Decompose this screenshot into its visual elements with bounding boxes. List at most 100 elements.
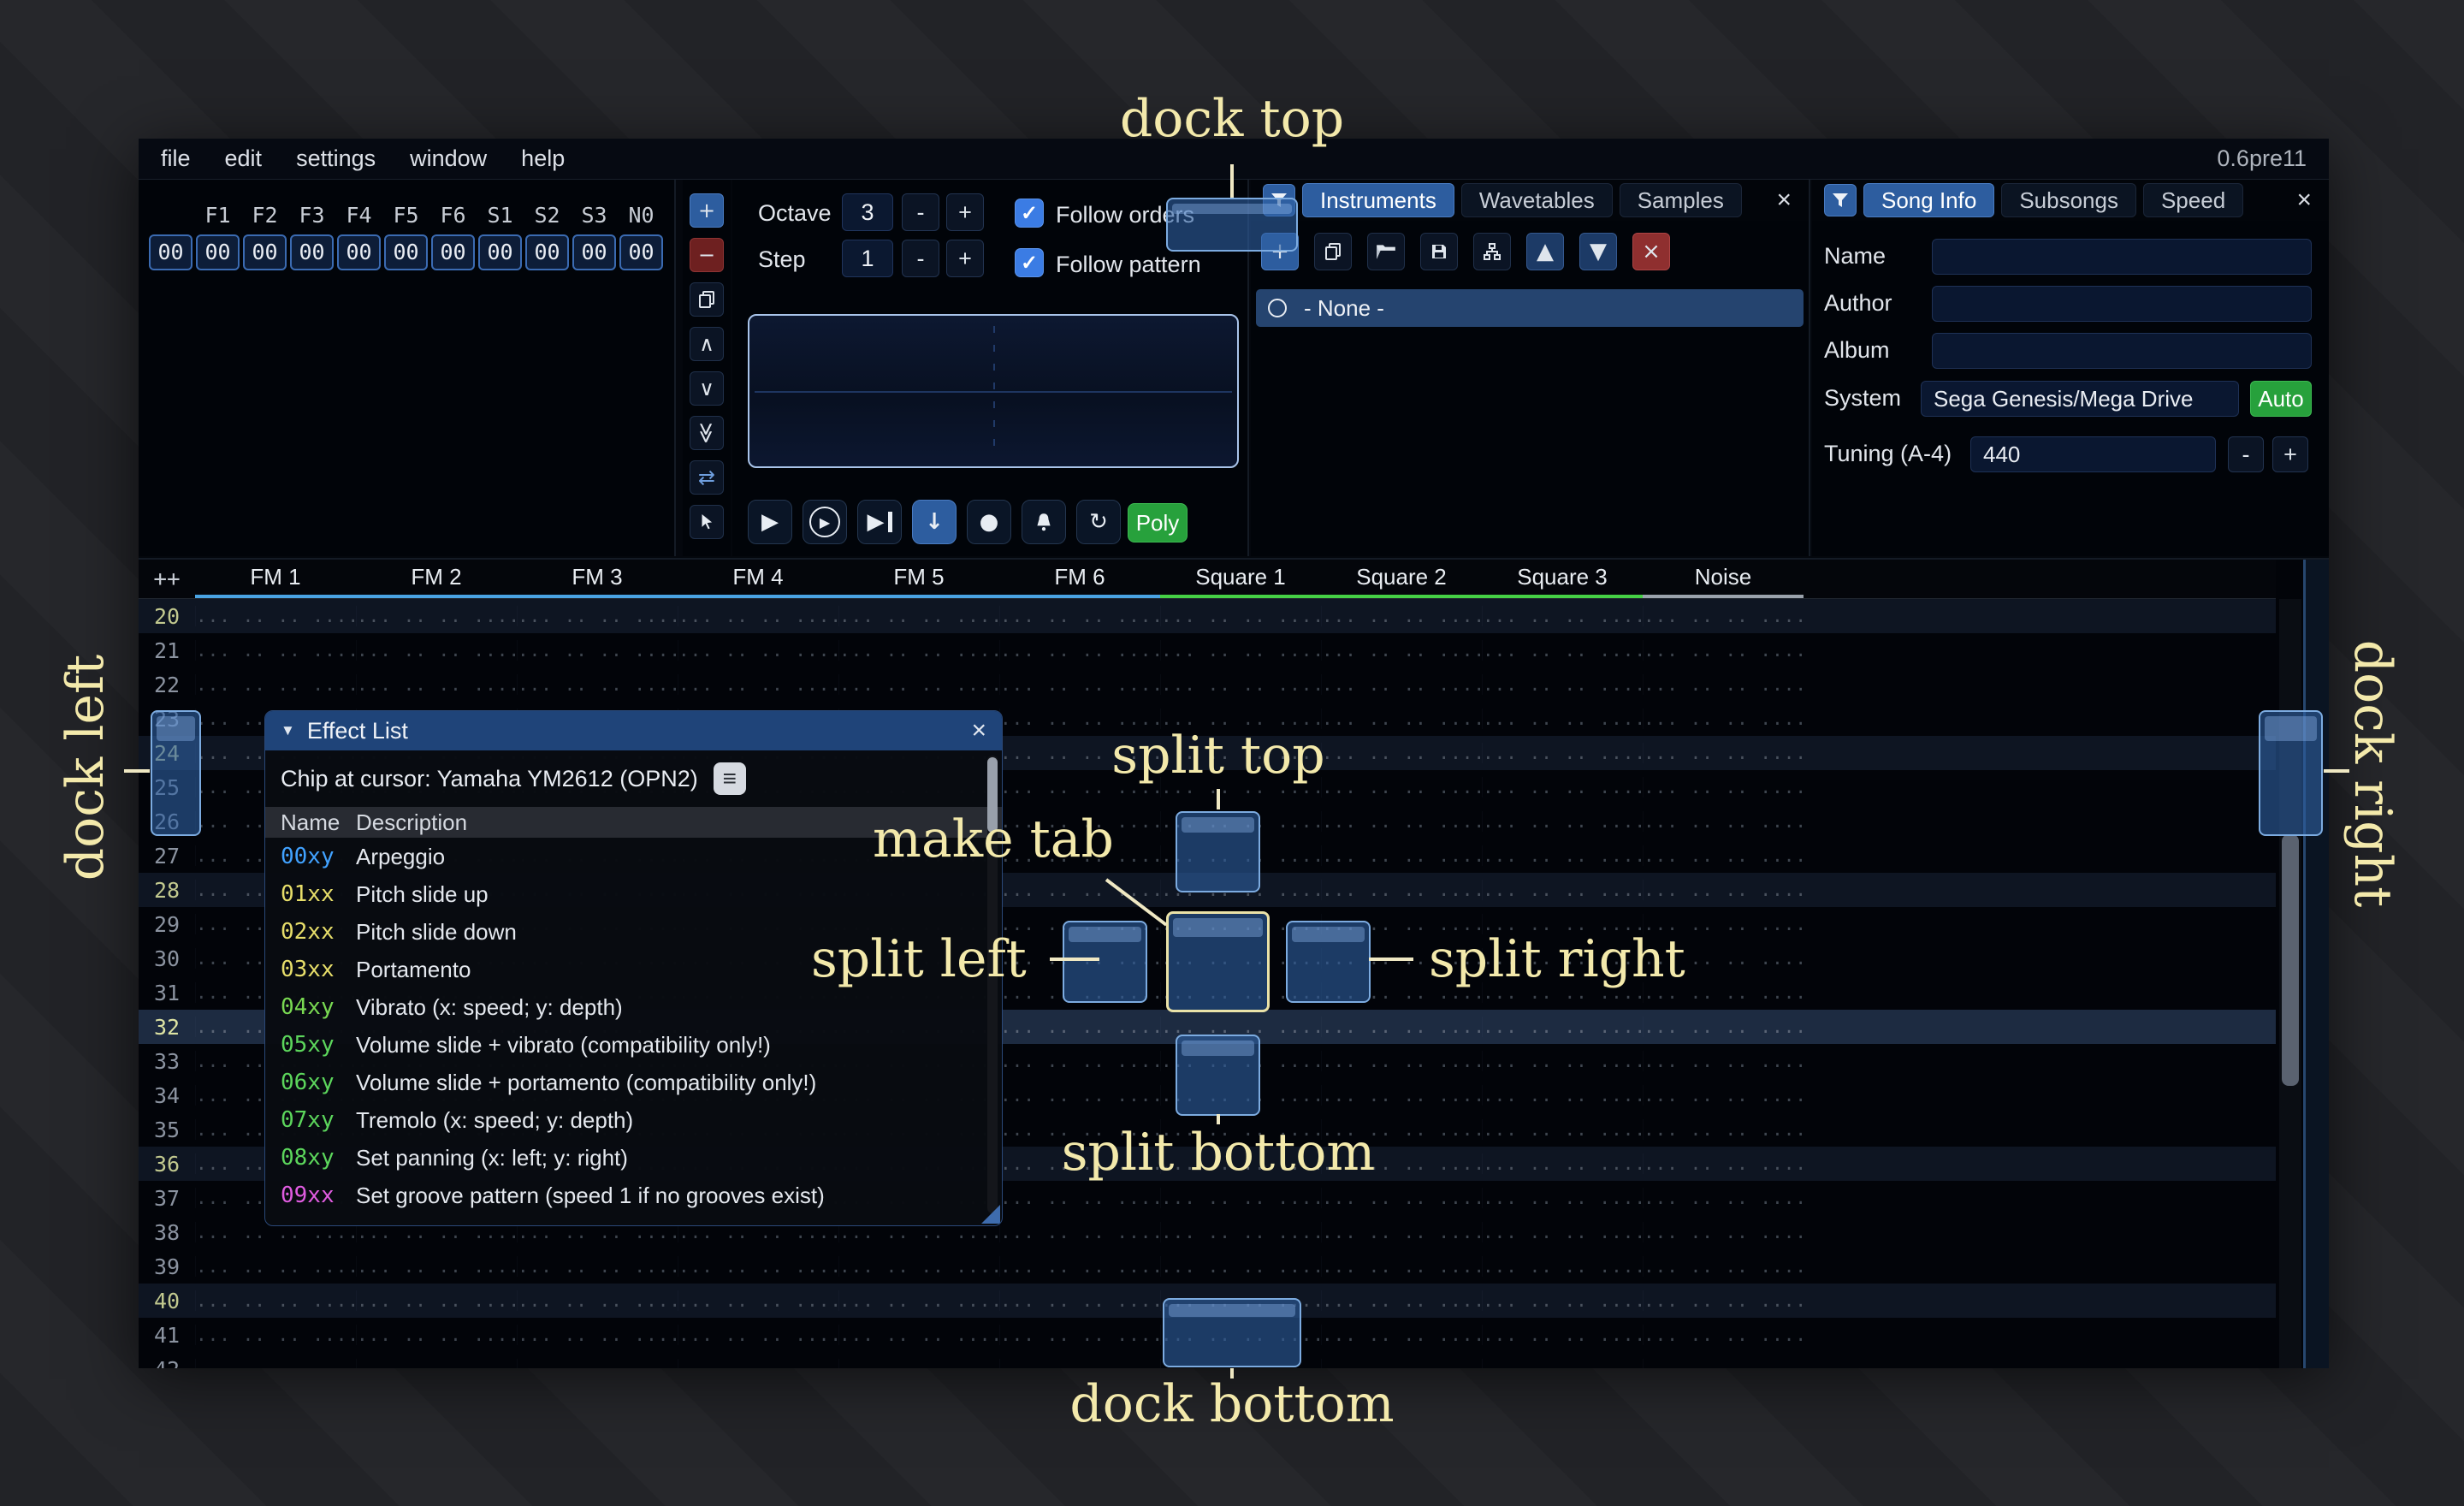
menu-item-help[interactable]: help: [521, 145, 566, 171]
pattern-cell[interactable]: ... .. .. ....: [1643, 640, 1804, 661]
instrument-move-up-button[interactable]: ▲: [1526, 233, 1564, 270]
pattern-cell[interactable]: ... .. .. ....: [999, 606, 1160, 626]
instruments-close-icon[interactable]: ×: [1776, 186, 1792, 214]
pattern-cell[interactable]: ... .. .. ....: [1482, 1325, 1643, 1345]
channel-header-square-2[interactable]: Square 2: [1321, 560, 1482, 598]
pattern-cell[interactable]: ... .. .. ....: [999, 1188, 1160, 1208]
pattern-cell[interactable]: ... .. .. ....: [678, 1290, 838, 1311]
pattern-cell[interactable]: ... .. .. ....: [517, 606, 678, 626]
pattern-cell[interactable]: ... .. .. ....: [1482, 982, 1643, 1003]
pattern-cell[interactable]: ... .. .. ....: [1321, 1017, 1482, 1037]
instrument-organize-button[interactable]: [1473, 233, 1511, 270]
pattern-cell[interactable]: ... .. .. ....: [1321, 606, 1482, 626]
order-cell[interactable]: 00: [619, 234, 663, 270]
channel-header-fm-3[interactable]: FM 3: [517, 560, 678, 598]
channel-header-square-3[interactable]: Square 3: [1482, 560, 1643, 598]
pattern-cell[interactable]: ... .. .. ....: [999, 674, 1160, 695]
tab-samples[interactable]: Samples: [1619, 183, 1742, 217]
pattern-row[interactable]: 41... .. .. ....... .. .. ....... .. .. …: [139, 1318, 2276, 1352]
pattern-cell[interactable]: ... .. .. ....: [517, 640, 678, 661]
order-remove-button[interactable]: −: [690, 238, 724, 272]
pattern-cell[interactable]: ... .. .. ....: [1643, 777, 1804, 797]
pattern-cell[interactable]: ... .. .. ....: [678, 1256, 838, 1277]
split-top-target[interactable]: [1176, 811, 1260, 892]
pattern-cell[interactable]: ... .. .. ....: [999, 709, 1160, 729]
pattern-cell[interactable]: ... .. .. ....: [1160, 1153, 1321, 1174]
pattern-cell[interactable]: ... .. .. ....: [999, 1119, 1160, 1140]
pattern-cell[interactable]: ... .. .. ....: [195, 1256, 356, 1277]
pattern-cell[interactable]: ... .. .. ....: [678, 1359, 838, 1368]
octave-decrement-button[interactable]: -: [902, 193, 939, 231]
pattern-cell[interactable]: ... .. .. ....: [678, 674, 838, 695]
channel-header-square-1[interactable]: Square 1: [1160, 560, 1321, 598]
pattern-cell[interactable]: ... .. .. ....: [999, 880, 1160, 900]
pattern-cell[interactable]: ... .. .. ....: [678, 606, 838, 626]
pattern-cell[interactable]: ... .. .. ....: [1482, 914, 1643, 934]
pattern-cell[interactable]: ... .. .. ....: [1321, 709, 1482, 729]
pattern-cell[interactable]: ... .. .. ....: [356, 674, 517, 695]
song-info-close-icon[interactable]: ×: [2296, 186, 2312, 214]
octave-value[interactable]: 3: [842, 193, 893, 231]
pattern-cell[interactable]: ... .. .. ....: [999, 1325, 1160, 1345]
pattern-cell[interactable]: ... .. .. ....: [1482, 948, 1643, 969]
pattern-cell[interactable]: ... .. .. ....: [838, 606, 999, 626]
pattern-cell[interactable]: ... .. .. ....: [517, 1256, 678, 1277]
pattern-cell[interactable]: ... .. .. ....: [999, 1085, 1160, 1106]
resize-grip[interactable]: [981, 1205, 1000, 1224]
pattern-cell[interactable]: ... .. .. ....: [999, 777, 1160, 797]
play-pattern-button[interactable]: ▶: [803, 500, 847, 544]
pattern-cell[interactable]: ... .. .. ....: [1643, 1085, 1804, 1106]
pattern-cell[interactable]: ... .. .. ....: [1643, 811, 1804, 832]
pattern-cell[interactable]: ... .. .. ....: [999, 845, 1160, 866]
pattern-cell[interactable]: ... .. .. ....: [1321, 811, 1482, 832]
pattern-cell[interactable]: ... .. .. ....: [1160, 674, 1321, 695]
pattern-cell[interactable]: ... .. .. ....: [1643, 982, 1804, 1003]
channel-header-fm-6[interactable]: FM 6: [999, 560, 1160, 598]
pattern-cell[interactable]: ... .. .. ....: [1643, 1017, 1804, 1037]
menu-item-settings[interactable]: settings: [296, 145, 376, 171]
effect-list-title-bar[interactable]: ▼ Effect List ×: [265, 711, 1002, 750]
pattern-cell[interactable]: ... .. .. ....: [195, 674, 356, 695]
pattern-cell[interactable]: ... .. .. ....: [1160, 777, 1321, 797]
menu-item-window[interactable]: window: [410, 145, 488, 171]
pattern-cell[interactable]: ... .. .. ....: [678, 1325, 838, 1345]
pattern-cell[interactable]: ... .. .. ....: [1321, 1085, 1482, 1106]
pattern-row[interactable]: 22... .. .. ....... .. .. ....... .. .. …: [139, 667, 2276, 702]
pattern-cell[interactable]: ... .. .. ....: [1643, 880, 1804, 900]
pattern-cell[interactable]: ... .. .. ....: [1482, 845, 1643, 866]
order-cell[interactable]: 00: [431, 234, 475, 270]
pattern-cell[interactable]: ... .. .. ....: [999, 1017, 1160, 1037]
pattern-cell[interactable]: ... .. .. ....: [1643, 914, 1804, 934]
tab-wavetables[interactable]: Wavetables: [1460, 183, 1613, 217]
pattern-cell[interactable]: ... .. .. ....: [517, 674, 678, 695]
pattern-cell[interactable]: ... .. .. ....: [1482, 1017, 1643, 1037]
follow-pattern-checkbox[interactable]: ✓: [1015, 248, 1044, 277]
pattern-cell[interactable]: ... .. .. ....: [838, 640, 999, 661]
pattern-cell[interactable]: ... .. .. ....: [1160, 1188, 1321, 1208]
pattern-cell[interactable]: ... .. .. ....: [356, 1290, 517, 1311]
pattern-cell[interactable]: ... .. .. ....: [1160, 1017, 1321, 1037]
pattern-cell[interactable]: ... .. .. ....: [517, 1359, 678, 1368]
instrument-open-button[interactable]: [1367, 233, 1405, 270]
octave-increment-button[interactable]: +: [946, 193, 984, 231]
play-button[interactable]: ▶: [748, 500, 792, 544]
pattern-cell[interactable]: ... .. .. ....: [838, 1359, 999, 1368]
pattern-cell[interactable]: ... .. .. ....: [999, 743, 1160, 763]
channel-header-fm-5[interactable]: FM 5: [838, 560, 999, 598]
channel-header-fm-4[interactable]: FM 4: [678, 560, 838, 598]
name-field[interactable]: [1932, 239, 2312, 275]
dock-left-target[interactable]: [151, 710, 201, 836]
play-from-cursor-button[interactable]: ▶: [857, 500, 902, 544]
pattern-cell[interactable]: ... .. .. ....: [1482, 1256, 1643, 1277]
pattern-cell[interactable]: ... .. .. ....: [999, 1222, 1160, 1242]
pattern-cell[interactable]: ... .. .. ....: [1482, 811, 1643, 832]
pattern-cell[interactable]: ... .. .. ....: [999, 1256, 1160, 1277]
pattern-cell[interactable]: ... .. .. ....: [1482, 1359, 1643, 1368]
pattern-cell[interactable]: ... .. .. ....: [356, 1325, 517, 1345]
